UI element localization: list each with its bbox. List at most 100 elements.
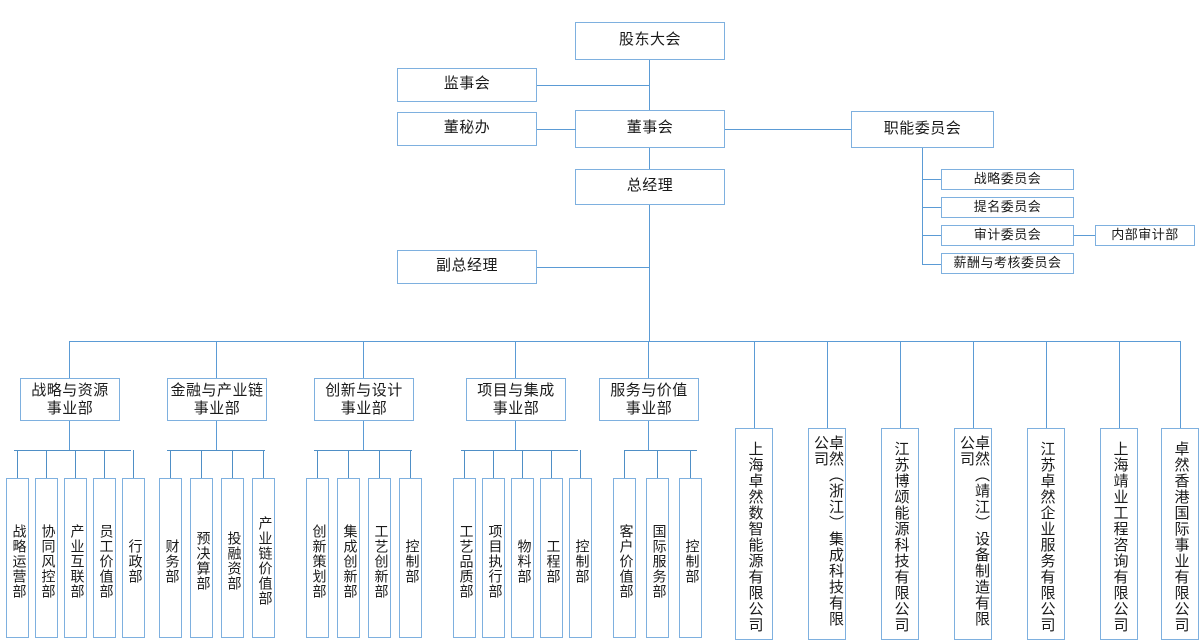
node-committee-3[interactable]: 薪酬与考核委员会: [941, 253, 1074, 274]
connector-subbus-dept-3-4: [580, 450, 581, 478]
division-2-line2: 事业部: [340, 400, 388, 417]
connector-division-3-to-subbus: [515, 421, 516, 450]
connector-subbus-dept-2-2: [379, 450, 380, 478]
connector-bus-to-subsidiary-3: [973, 341, 974, 428]
node-division-1[interactable]: 金融与产业链 事业部: [167, 378, 267, 421]
subbus-division-0: [14, 450, 131, 451]
node-functional-committee[interactable]: 职能委员会: [851, 111, 994, 148]
connector-division-0-to-subbus: [69, 421, 70, 450]
node-board-secretary-office[interactable]: 董秘办: [397, 112, 537, 146]
connector-board-to-functional-committee: [725, 129, 851, 130]
connector-committee-stub-3: [922, 264, 941, 265]
node-dept-1-3[interactable]: 产业链价值部: [252, 478, 275, 638]
connector-bus-to-subsidiary-4: [1046, 341, 1047, 428]
connector-division-1-to-subbus: [216, 421, 217, 450]
division-4-line2: 事业部: [625, 400, 673, 417]
node-dept-3-4[interactable]: 控制部: [569, 478, 592, 638]
division-1-line1: 金融与产业链: [170, 382, 264, 399]
node-dept-4-0[interactable]: 客户价值部: [613, 478, 636, 638]
connector-subbus-dept-1-2: [232, 450, 233, 478]
node-dept-2-1[interactable]: 集成创新部: [337, 478, 360, 638]
subbus-division-1: [167, 450, 265, 451]
connector-subbus-dept-4-0: [624, 450, 625, 478]
connector-subbus-dept-4-1: [657, 450, 658, 478]
connector-subbus-dept-0-3: [104, 450, 105, 478]
node-subsidiary-0[interactable]: 上海卓然数智能源有限公司: [735, 428, 773, 640]
subbus-division-4: [624, 450, 697, 451]
division-4-line1: 服务与价值: [610, 382, 688, 399]
node-subsidiary-4[interactable]: 江苏卓然企业服务有限公司: [1027, 428, 1065, 640]
node-dept-2-3[interactable]: 控制部: [399, 478, 422, 638]
node-dept-3-3[interactable]: 工程部: [540, 478, 563, 638]
connector-subbus-dept-3-2: [522, 450, 523, 478]
node-dept-0-0[interactable]: 战略运营部: [6, 478, 29, 638]
connector-subbus-dept-2-1: [348, 450, 349, 478]
node-dept-1-2[interactable]: 投融资部: [221, 478, 244, 638]
node-dept-1-0[interactable]: 财务部: [159, 478, 182, 638]
node-committee-1[interactable]: 提名委员会: [941, 197, 1074, 218]
division-0-line2: 事业部: [46, 400, 94, 417]
node-dept-2-0[interactable]: 创新策划部: [306, 478, 329, 638]
node-division-3[interactable]: 项目与集成 事业部: [466, 378, 566, 421]
node-dept-4-1[interactable]: 国际服务部: [646, 478, 669, 638]
connector-bus-to-division-0: [69, 341, 70, 378]
node-dept-2-2[interactable]: 工艺创新部: [368, 478, 391, 638]
connector-board-to-gm: [649, 148, 650, 169]
node-subsidiary-6[interactable]: 卓然香港国际事业有限公司: [1161, 428, 1199, 640]
connector-subbus-dept-0-4: [133, 450, 134, 478]
connector-audit-to-internal-audit: [1074, 235, 1095, 236]
connector-subbus-dept-0-2: [75, 450, 76, 478]
node-internal-audit-department[interactable]: 内部审计部: [1095, 225, 1195, 246]
division-1-line2: 事业部: [193, 400, 241, 417]
division-3-line2: 事业部: [492, 400, 540, 417]
connector-secretary-to-board: [537, 129, 576, 130]
connector-bus-to-subsidiary-5: [1119, 341, 1120, 428]
node-general-manager[interactable]: 总经理: [575, 169, 725, 205]
node-division-4[interactable]: 服务与价值 事业部: [599, 378, 699, 421]
node-dept-3-1[interactable]: 项目执行部: [482, 478, 505, 638]
connector-subbus-dept-1-3: [263, 450, 264, 478]
node-supervisory-board[interactable]: 监事会: [397, 68, 537, 102]
node-dept-0-4[interactable]: 行政部: [122, 478, 145, 638]
connector-bus-to-division-3: [515, 341, 516, 378]
node-division-2[interactable]: 创新与设计 事业部: [314, 378, 414, 421]
node-dept-0-1[interactable]: 协同风控部: [35, 478, 58, 638]
connector-subbus-dept-1-0: [170, 450, 171, 478]
node-dept-3-0[interactable]: 工艺品质部: [453, 478, 476, 638]
connector-bus-to-division-2: [363, 341, 364, 378]
node-board-of-directors[interactable]: 董事会: [575, 110, 725, 148]
connector-division-2-to-subbus: [363, 421, 364, 450]
node-division-0[interactable]: 战略与资源 事业部: [20, 378, 120, 421]
connector-subbus-dept-2-0: [317, 450, 318, 478]
node-dept-3-2[interactable]: 物料部: [511, 478, 534, 638]
node-subsidiary-2[interactable]: 江苏博颂能源科技有限公司: [881, 428, 919, 640]
connector-subbus-dept-0-1: [46, 450, 47, 478]
node-dept-0-3[interactable]: 员工价值部: [93, 478, 116, 638]
node-dept-0-2[interactable]: 产业互联部: [64, 478, 87, 638]
node-deputy-general-manager[interactable]: 副总经理: [397, 250, 537, 284]
node-subsidiary-1[interactable]: 卓然（浙江）集成科技有限公司: [808, 428, 846, 640]
connector-committee-stub-2: [922, 235, 941, 236]
division-3-line1: 项目与集成: [477, 382, 555, 399]
division-0-line1: 战略与资源: [31, 382, 109, 399]
connector-subbus-dept-3-1: [493, 450, 494, 478]
connector-subbus-dept-3-0: [464, 450, 465, 478]
node-shareholders-meeting[interactable]: 股东大会: [575, 22, 725, 60]
connector-bus-to-subsidiary-0: [754, 341, 755, 428]
connector-subbus-dept-4-2: [690, 450, 691, 478]
connector-bus-to-subsidiary-2: [900, 341, 901, 428]
connector-committee-stub-1: [922, 207, 941, 208]
connector-subbus-dept-3-3: [551, 450, 552, 478]
connector-subbus-dept-1-1: [201, 450, 202, 478]
connector-gm-to-main-bus: [649, 205, 650, 341]
connector-committee-stub-0: [922, 179, 941, 180]
node-committee-2[interactable]: 审计委员会: [941, 225, 1074, 246]
connector-subbus-dept-0-0: [17, 450, 18, 478]
node-committee-0[interactable]: 战略委员会: [941, 169, 1074, 190]
node-dept-4-2[interactable]: 控制部: [679, 478, 702, 638]
node-subsidiary-5[interactable]: 上海靖业工程咨询有限公司: [1100, 428, 1138, 640]
connector-supervisory-to-spine: [537, 85, 650, 86]
node-subsidiary-3[interactable]: 卓然（靖江）设备制造有限公司: [954, 428, 992, 640]
node-dept-1-1[interactable]: 预决算部: [190, 478, 213, 638]
